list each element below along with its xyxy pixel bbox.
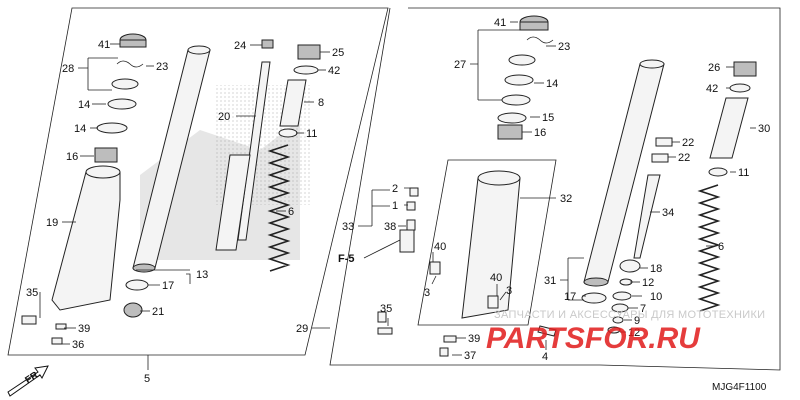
callout-12-b: 12: [628, 327, 640, 339]
right-spring: [697, 184, 721, 312]
callout-6-left: 6: [288, 206, 294, 218]
callout-17-right: 17: [564, 291, 576, 303]
center-assembly-frame: [329, 7, 600, 366]
callout-6-right: 6: [718, 241, 724, 253]
left-spring: [267, 144, 291, 272]
callout-27: 27: [454, 59, 466, 71]
callout-7: 7: [640, 303, 646, 315]
callout-16-left: 16: [66, 151, 78, 163]
callout-32: 32: [560, 193, 572, 205]
left-parts: [21, 33, 321, 345]
callout-2: 2: [392, 183, 398, 195]
callout-22-b: 22: [678, 152, 690, 164]
callout-40-b: 40: [490, 272, 502, 284]
callout-28: 28: [62, 63, 74, 75]
callout-16-center: 16: [534, 127, 546, 139]
right-parts: [581, 59, 757, 334]
callout-23-left: 23: [156, 61, 168, 73]
callout-41-center: 41: [494, 17, 506, 29]
callout-42-right: 42: [706, 83, 718, 95]
callout-4: 4: [542, 351, 548, 363]
callout-21: 21: [152, 306, 164, 318]
callout-14-left-b: 14: [74, 123, 86, 135]
right-assembly-frame: [408, 7, 781, 371]
callout-26: 26: [708, 62, 720, 74]
callout-11-left: 11: [306, 128, 317, 140]
callout-19: 19: [46, 217, 58, 229]
callout-20: 20: [218, 111, 230, 123]
callout-29: 29: [296, 323, 308, 335]
callout-3-a: 3: [424, 287, 430, 299]
callout-labels: 41 28 23 14 14 16 19 35 39 36 5 13 17 21…: [26, 17, 770, 385]
callout-31: 31: [544, 275, 556, 287]
center-parts: [377, 15, 557, 357]
callout-35-center: 35: [380, 303, 392, 315]
callout-37: 37: [464, 350, 476, 362]
callout-10: 10: [650, 291, 662, 303]
callout-13: 13: [196, 269, 208, 281]
callout-17-left: 17: [162, 280, 174, 292]
callout-22-a: 22: [682, 137, 694, 149]
callout-5: 5: [144, 373, 150, 385]
callout-35-left: 35: [26, 287, 38, 299]
slider-subassembly-frame: [417, 159, 557, 326]
callout-39-left: 39: [78, 323, 90, 335]
callout-24: 24: [234, 40, 246, 52]
watermark-caption: ЗАПЧАСТИ И АКСЕССУАРЫ ДЛЯ МОТОТЕХНИКИ: [494, 309, 765, 321]
callout-ref-f5: F-5: [338, 253, 355, 265]
callout-23-center: 23: [558, 41, 570, 53]
callout-11-right: 11: [738, 167, 749, 179]
callout-14-left-a: 14: [78, 99, 90, 111]
callout-34: 34: [662, 207, 674, 219]
callout-30: 30: [758, 123, 770, 135]
callout-33: 33: [342, 221, 354, 233]
callout-1: 1: [392, 200, 398, 212]
callout-15: 15: [542, 112, 554, 124]
front-arrow: FR.: [7, 365, 49, 397]
callout-38: 38: [384, 221, 396, 233]
watermark-brand: PARTSFOR.RU: [486, 322, 701, 355]
callout-14-center: 14: [546, 78, 558, 90]
callout-18: 18: [650, 263, 662, 275]
callout-3-b: 3: [506, 285, 512, 297]
callout-9: 9: [634, 315, 640, 327]
callout-39-center: 39: [468, 333, 480, 345]
callout-42-left: 42: [328, 65, 340, 77]
callout-25: 25: [332, 47, 344, 59]
callout-8: 8: [318, 97, 324, 109]
callout-12-a: 12: [642, 277, 654, 289]
left-assembly-frame: [7, 7, 389, 356]
callout-36: 36: [72, 339, 84, 351]
callout-40-a: 40: [434, 241, 446, 253]
leader-lines: [39, 21, 756, 370]
diagram-code: MJG4F1100: [712, 382, 767, 393]
callout-41-left: 41: [98, 39, 110, 51]
